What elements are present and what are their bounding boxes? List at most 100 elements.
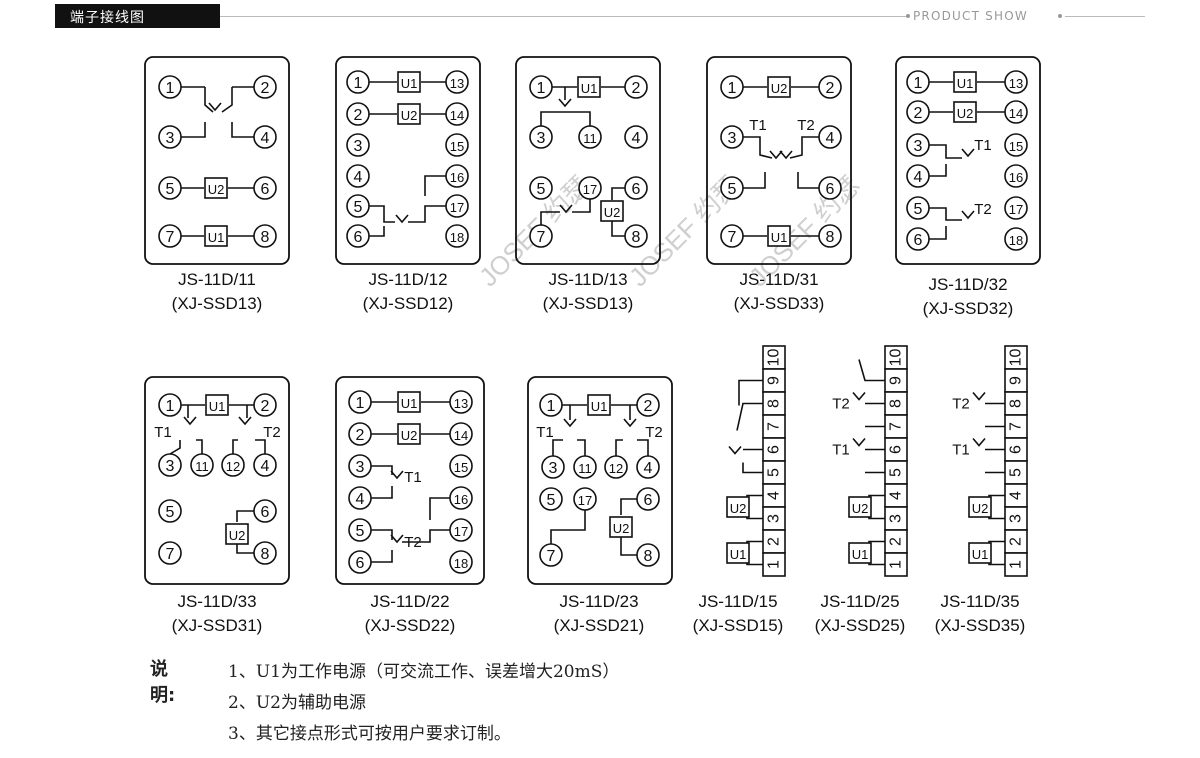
model-name: JS-11D/31	[739, 270, 818, 289]
coil-label: U2	[771, 81, 788, 96]
coil-U1	[397, 391, 421, 413]
wire	[232, 439, 238, 454]
wire	[929, 144, 962, 159]
contact-symbol	[208, 102, 222, 112]
strip-terminal-label: 9	[888, 376, 905, 385]
wire	[743, 136, 773, 159]
header-divider	[220, 16, 907, 17]
strip-terminal-label: 4	[888, 491, 905, 500]
model-code: (XJ-SSD15)	[693, 616, 784, 635]
coil-U1	[726, 542, 750, 564]
wire	[371, 529, 393, 540]
wire	[236, 544, 254, 554]
relay-panel	[144, 56, 290, 265]
relay-panel	[335, 56, 481, 265]
contact-symbol	[623, 418, 637, 428]
wire	[637, 439, 649, 456]
terminal-5	[529, 176, 553, 200]
terminal-7	[158, 541, 182, 565]
wire	[402, 529, 450, 543]
coil-U1	[577, 76, 601, 98]
strip-terminal-label: 10	[766, 349, 783, 367]
terminal-label: 3	[356, 459, 365, 476]
coil-label: U2	[852, 501, 869, 516]
terminal-label: 3	[166, 458, 175, 475]
contact-symbol	[961, 210, 975, 220]
strip-terminal-label: 8	[766, 399, 783, 408]
terminal-label: 2	[354, 107, 363, 124]
terminal-label: 11	[195, 459, 209, 474]
strip-terminal-label: 1	[1008, 560, 1025, 569]
terminal-label: 14	[454, 428, 468, 443]
divider-dot	[906, 14, 910, 18]
relay-panel	[515, 56, 661, 265]
relay-panel	[144, 376, 290, 585]
terminal-label: 7	[537, 229, 546, 246]
terminal-15	[449, 454, 473, 478]
wire	[797, 172, 819, 189]
wire	[371, 486, 393, 499]
terminal-label: 2	[632, 80, 641, 97]
terminal-label: 14	[1009, 106, 1023, 121]
wire	[424, 175, 446, 196]
coil-U2	[953, 101, 977, 123]
terminal-label: 4	[261, 458, 270, 475]
timer-label-t1: T1	[749, 117, 767, 134]
terminal-label: 1	[166, 398, 175, 415]
strip-terminal-label: 3	[888, 514, 905, 523]
coil-label: U1	[972, 547, 989, 562]
contact-symbol	[961, 148, 975, 158]
coil-U2	[397, 103, 421, 125]
terminal-label: 7	[166, 229, 175, 246]
coil-label: U1	[401, 396, 418, 411]
coil-U1	[204, 225, 228, 247]
terminal-4	[346, 164, 370, 188]
terminal-label: 7	[728, 229, 737, 246]
terminal-label: 12	[609, 461, 623, 476]
terminal-label: 14	[450, 108, 464, 123]
contact-symbol	[238, 416, 252, 426]
terminal-18	[1004, 227, 1028, 251]
wire	[540, 111, 565, 126]
terminal-3	[346, 133, 370, 157]
terminal-label: 18	[454, 556, 468, 571]
coil-label: U1	[209, 399, 226, 414]
model-name: JS-11D/23	[559, 592, 638, 611]
terminal-label: 17	[454, 524, 468, 539]
model-code: (XJ-SSD31)	[172, 616, 263, 635]
terminal-label: 2	[914, 105, 923, 122]
coil-U1	[205, 394, 229, 416]
terminal-label: 11	[583, 131, 597, 146]
wire	[565, 111, 591, 126]
wire	[169, 440, 181, 455]
coil-label: U1	[852, 547, 869, 562]
coil-U1	[587, 394, 611, 416]
coil-U2	[848, 496, 872, 518]
strip-terminal-label: 3	[766, 514, 783, 523]
terminal-label: 8	[261, 229, 270, 246]
strip-terminal-label: 10	[888, 349, 905, 367]
wire	[789, 136, 819, 159]
coil-label: U1	[401, 76, 418, 91]
model-name: JS-11D/15	[698, 592, 777, 611]
wire	[231, 122, 254, 138]
coil-U1	[968, 542, 992, 564]
terminal-label: 8	[632, 229, 641, 246]
model-name: JS-11D/33	[177, 592, 256, 611]
strip-terminal-label: 7	[888, 422, 905, 431]
wire	[929, 164, 947, 177]
model-name: JS-11D/11	[178, 270, 256, 289]
wire	[929, 207, 962, 221]
terminal-label: 15	[454, 460, 468, 475]
terminal-label: 1	[354, 75, 363, 92]
terminal-label: 1	[547, 398, 556, 415]
coil-label: U1	[771, 230, 788, 245]
coil-label: U1	[730, 547, 747, 562]
model-code: (XJ-SSD33)	[734, 294, 825, 313]
terminal-label: 4	[826, 130, 835, 147]
wire	[868, 494, 885, 498]
strip-terminal-label: 7	[766, 422, 783, 431]
wire	[988, 494, 1005, 498]
model-code: (XJ-SSD32)	[923, 299, 1014, 318]
